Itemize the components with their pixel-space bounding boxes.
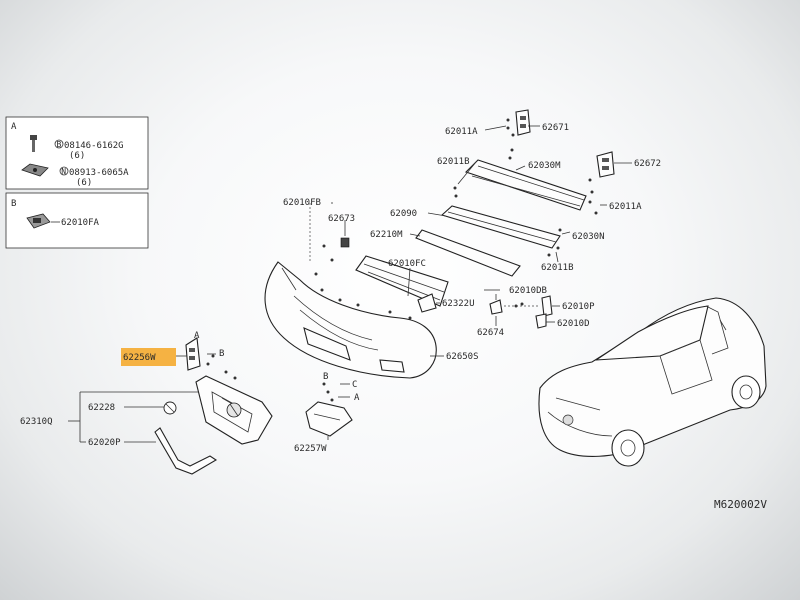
legend-b-letter: B [11,199,16,209]
label-62673: 62673 [328,214,355,224]
label-62010DB: 62010DB [509,286,547,296]
legend-a-part1: 08146-6162G [64,141,124,151]
bracket-62671 [515,109,531,136]
label-62011B-top: 62011B [437,157,470,167]
legend-a-qty1: (6) [69,151,85,161]
fasteners [206,118,598,402]
clip-icon [26,213,51,229]
bracket-62674 [489,299,503,315]
absorber-62090 [440,205,561,249]
rear-wheel [731,375,761,409]
label-62011A-top: 62011A [445,127,478,137]
leader-lines [68,125,632,443]
legend-a-qty2: (6) [76,178,92,188]
label-62010FC: 62010FC [388,259,426,269]
legend-box-b: B 62010FA [5,192,149,249]
label-62010P: 62010P [562,302,595,312]
label-62020P: 62020P [88,438,121,448]
bumper-fascia-62650S [264,261,437,379]
part-labels: 62011A 62671 62011B 62030M 62672 62011A … [20,123,661,454]
legend-box-a: A B 08146-6162G (6) N 08913-6065A (6) [5,116,149,190]
nut-icon [21,163,49,177]
bolt-icon [30,135,37,152]
sensor-62010P [541,295,553,317]
label-62671: 62671 [542,123,569,133]
label-62256W: 62256W [123,353,156,363]
sensor-parts [417,293,553,329]
absorber-62210M [415,229,521,277]
label-62672: 62672 [634,159,661,169]
sensor-62010D [535,313,547,329]
emblem-62228 [163,401,177,415]
marker-a-right: A [354,393,360,403]
label-62011B-bottom: 62011B [541,263,574,273]
highlight-62256W [121,348,176,366]
legend-a-part2: 08913-6065A [69,168,129,178]
label-62210M: 62210M [370,230,403,240]
marker-b-right: B [323,372,328,382]
circle-b-icon [54,139,64,149]
label-62322U: 62322U [442,299,475,309]
clip-62673 [340,237,350,248]
reinforcement-62030M [464,159,587,211]
label-62310Q: 62310Q [20,417,53,427]
marker-c-right: C [352,380,357,390]
label-62030N: 62030N [572,232,605,242]
bracket-62322U [417,293,437,313]
car-emblem-icon [562,414,574,426]
front-wheel [611,429,645,467]
car-illustration [538,297,767,467]
label-62228: 62228 [88,403,115,413]
marker-b-left: B [219,349,224,359]
label-62257W: 62257W [294,444,327,454]
label-62030M: 62030M [528,161,561,171]
bracket-62672 [596,151,615,178]
label-62674: 62674 [477,328,504,338]
marker-a-left: A [194,331,200,341]
label-62010FB: 62010FB [283,198,321,208]
moulding-62020P [154,427,218,475]
diagram-id: M620002V [714,498,767,511]
label-62011A-right: 62011A [609,202,642,212]
circle-n-icon [59,166,69,176]
radiator-grille-62310Q [195,375,273,445]
bracket-62257W [305,401,353,437]
legend-a-mark1: B [57,140,62,149]
label-62090: 62090 [390,209,417,219]
bracket-62256W [185,337,201,371]
label-62650S: 62650S [446,352,479,362]
legend-a-mark2: N [61,167,66,176]
legend-b-part1: 62010FA [61,218,100,228]
legend-a-letter: A [11,122,17,132]
label-62010D: 62010D [557,319,590,329]
